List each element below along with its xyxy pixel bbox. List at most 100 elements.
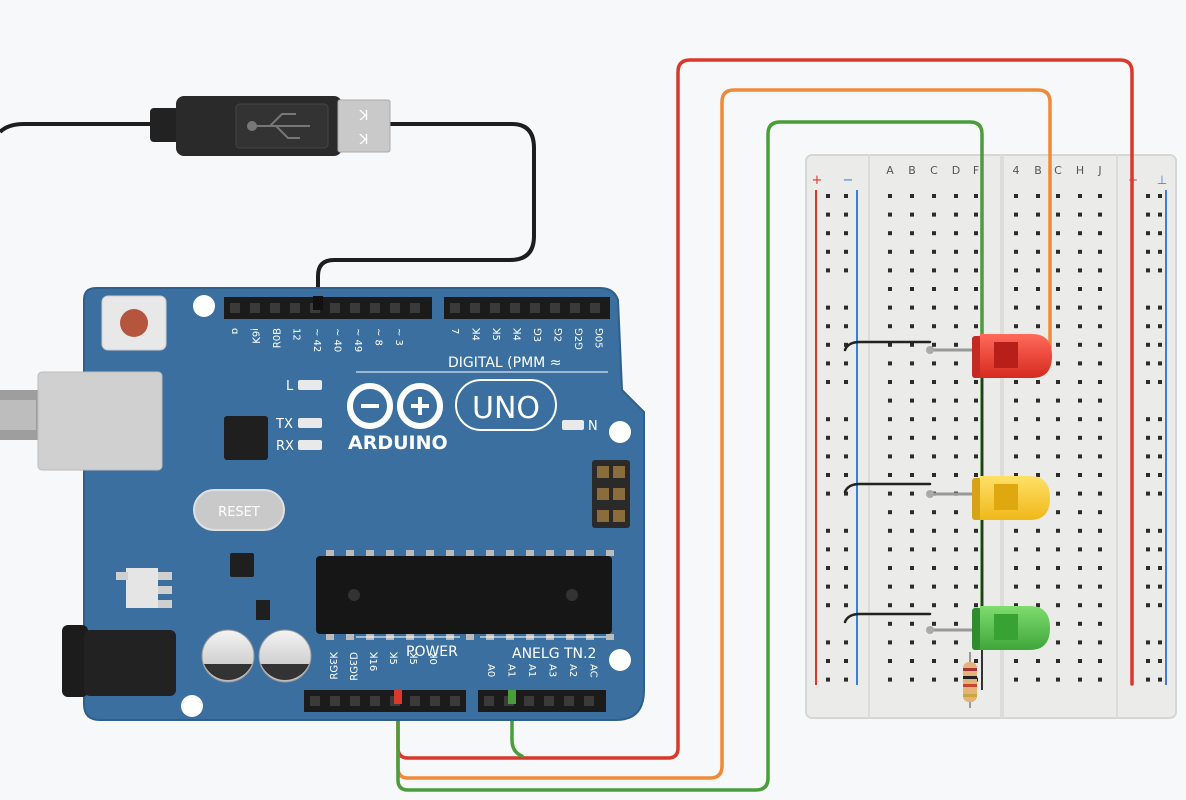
breadboard-hole (1158, 566, 1162, 570)
breadboard-hole (1098, 417, 1102, 422)
breadboard-hole (954, 231, 958, 236)
breadboard-hole (954, 361, 958, 366)
mount-hole (181, 695, 203, 717)
reset-button[interactable] (193, 489, 285, 531)
breadboard-hole (1078, 194, 1082, 198)
breadboard-hole (1036, 677, 1040, 682)
pin-label: ꓘ4 (511, 327, 522, 341)
breadboard-hole (954, 287, 958, 291)
breadboard-hole (910, 324, 914, 329)
usb-mark-top: ꓘ (358, 108, 368, 124)
uno-model-label: UNO (472, 391, 540, 426)
breadboard-hole (1146, 305, 1150, 310)
pin-label: 12 (291, 328, 302, 341)
breadboard-hole (1098, 454, 1102, 459)
breadboard-hole (888, 287, 892, 291)
header-pin (510, 303, 520, 313)
breadboard-hole (932, 621, 936, 626)
column-label: B (908, 164, 916, 177)
breadboard-hole (1014, 435, 1018, 440)
column-label: C (930, 164, 938, 177)
power-header (304, 690, 466, 712)
breadboard-hole (888, 417, 892, 422)
breadboard-hole (1078, 249, 1082, 254)
breadboard-hole (888, 249, 892, 254)
breadboard-hole (1014, 324, 1018, 329)
header-pin (230, 303, 240, 313)
breadboard-hole (910, 528, 914, 533)
header-pin (270, 303, 280, 313)
pin-label: ᴉ6ꓘ (250, 328, 261, 344)
breadboard-hole (1098, 677, 1102, 682)
breadboard-hole (1014, 380, 1018, 384)
breadboard-hole (954, 398, 958, 403)
breadboard-hole (1014, 584, 1018, 589)
breadboard-hole (888, 324, 892, 329)
breadboard-hole (826, 342, 830, 347)
breadboard-hole (1036, 659, 1040, 663)
breadboard-hole (954, 380, 958, 384)
header-pin (370, 303, 380, 313)
breadboard-hole (1056, 287, 1060, 291)
breadboard-hole (932, 212, 936, 217)
breadboard-hole (1158, 528, 1162, 533)
breadboard-hole (1078, 435, 1082, 440)
breadboard-hole (1146, 584, 1150, 589)
breadboard-hole (1158, 584, 1162, 589)
header-pin (370, 696, 380, 706)
column-label: C (1054, 164, 1062, 177)
breadboard-hole (910, 417, 914, 422)
breadboard-hole (1014, 212, 1018, 217)
breadboard-hole (954, 528, 958, 533)
breadboard-hole (1056, 584, 1060, 589)
breadboard-hole (910, 677, 914, 682)
breadboard-hole (1078, 287, 1082, 291)
breadboard-hole (954, 547, 958, 552)
minus-label: − (843, 173, 854, 188)
breadboard-hole (1056, 305, 1060, 310)
breadboard-hole (954, 435, 958, 440)
breadboard-hole (1146, 603, 1150, 608)
breadboard-hole (974, 454, 978, 459)
breadboard-hole (1098, 398, 1102, 403)
breadboard-hole (1158, 249, 1162, 254)
power-jack (84, 630, 176, 696)
breadboard-hole (1098, 342, 1102, 347)
breadboard-hole (932, 566, 936, 570)
breadboard-hole (844, 584, 848, 589)
breadboard-hole (826, 305, 830, 310)
breadboard-hole (1078, 566, 1082, 570)
breadboard-hole (826, 380, 830, 384)
breadboard-hole (974, 584, 978, 589)
breadboard-hole (888, 528, 892, 533)
breadboard-hole (954, 305, 958, 310)
breadboard-hole (826, 324, 830, 329)
breadboard-holes (826, 194, 1162, 682)
breadboard-hole (932, 380, 936, 384)
breadboard-hole (932, 659, 936, 663)
breadboard-hole (1146, 324, 1150, 329)
breadboard-hole (1036, 287, 1040, 291)
breadboard-hole (1158, 491, 1162, 496)
breadboard-hole (910, 640, 914, 645)
breadboard-hole (1098, 305, 1102, 310)
breadboard-hole (1158, 640, 1162, 645)
breadboard-hole (1056, 547, 1060, 552)
breadboard-hole (932, 454, 936, 459)
breadboard-hole (844, 380, 848, 384)
breadboard-hole (1146, 417, 1150, 422)
breadboard-hole (954, 677, 958, 682)
breadboard-hole (1146, 491, 1150, 496)
breadboard-hole (932, 510, 936, 515)
plus-label: + (812, 173, 823, 188)
breadboard-hole (888, 342, 892, 347)
breadboard-hole (1098, 547, 1102, 552)
pin-label: ꓘ5 (490, 327, 501, 341)
header-pin (330, 303, 340, 313)
breadboard-hole (1036, 380, 1040, 384)
breadboard-hole (844, 231, 848, 236)
header-pin (544, 696, 554, 706)
breadboard-hole (1078, 584, 1082, 589)
breadboard-hole (844, 566, 848, 570)
breadboard-hole (844, 361, 848, 366)
